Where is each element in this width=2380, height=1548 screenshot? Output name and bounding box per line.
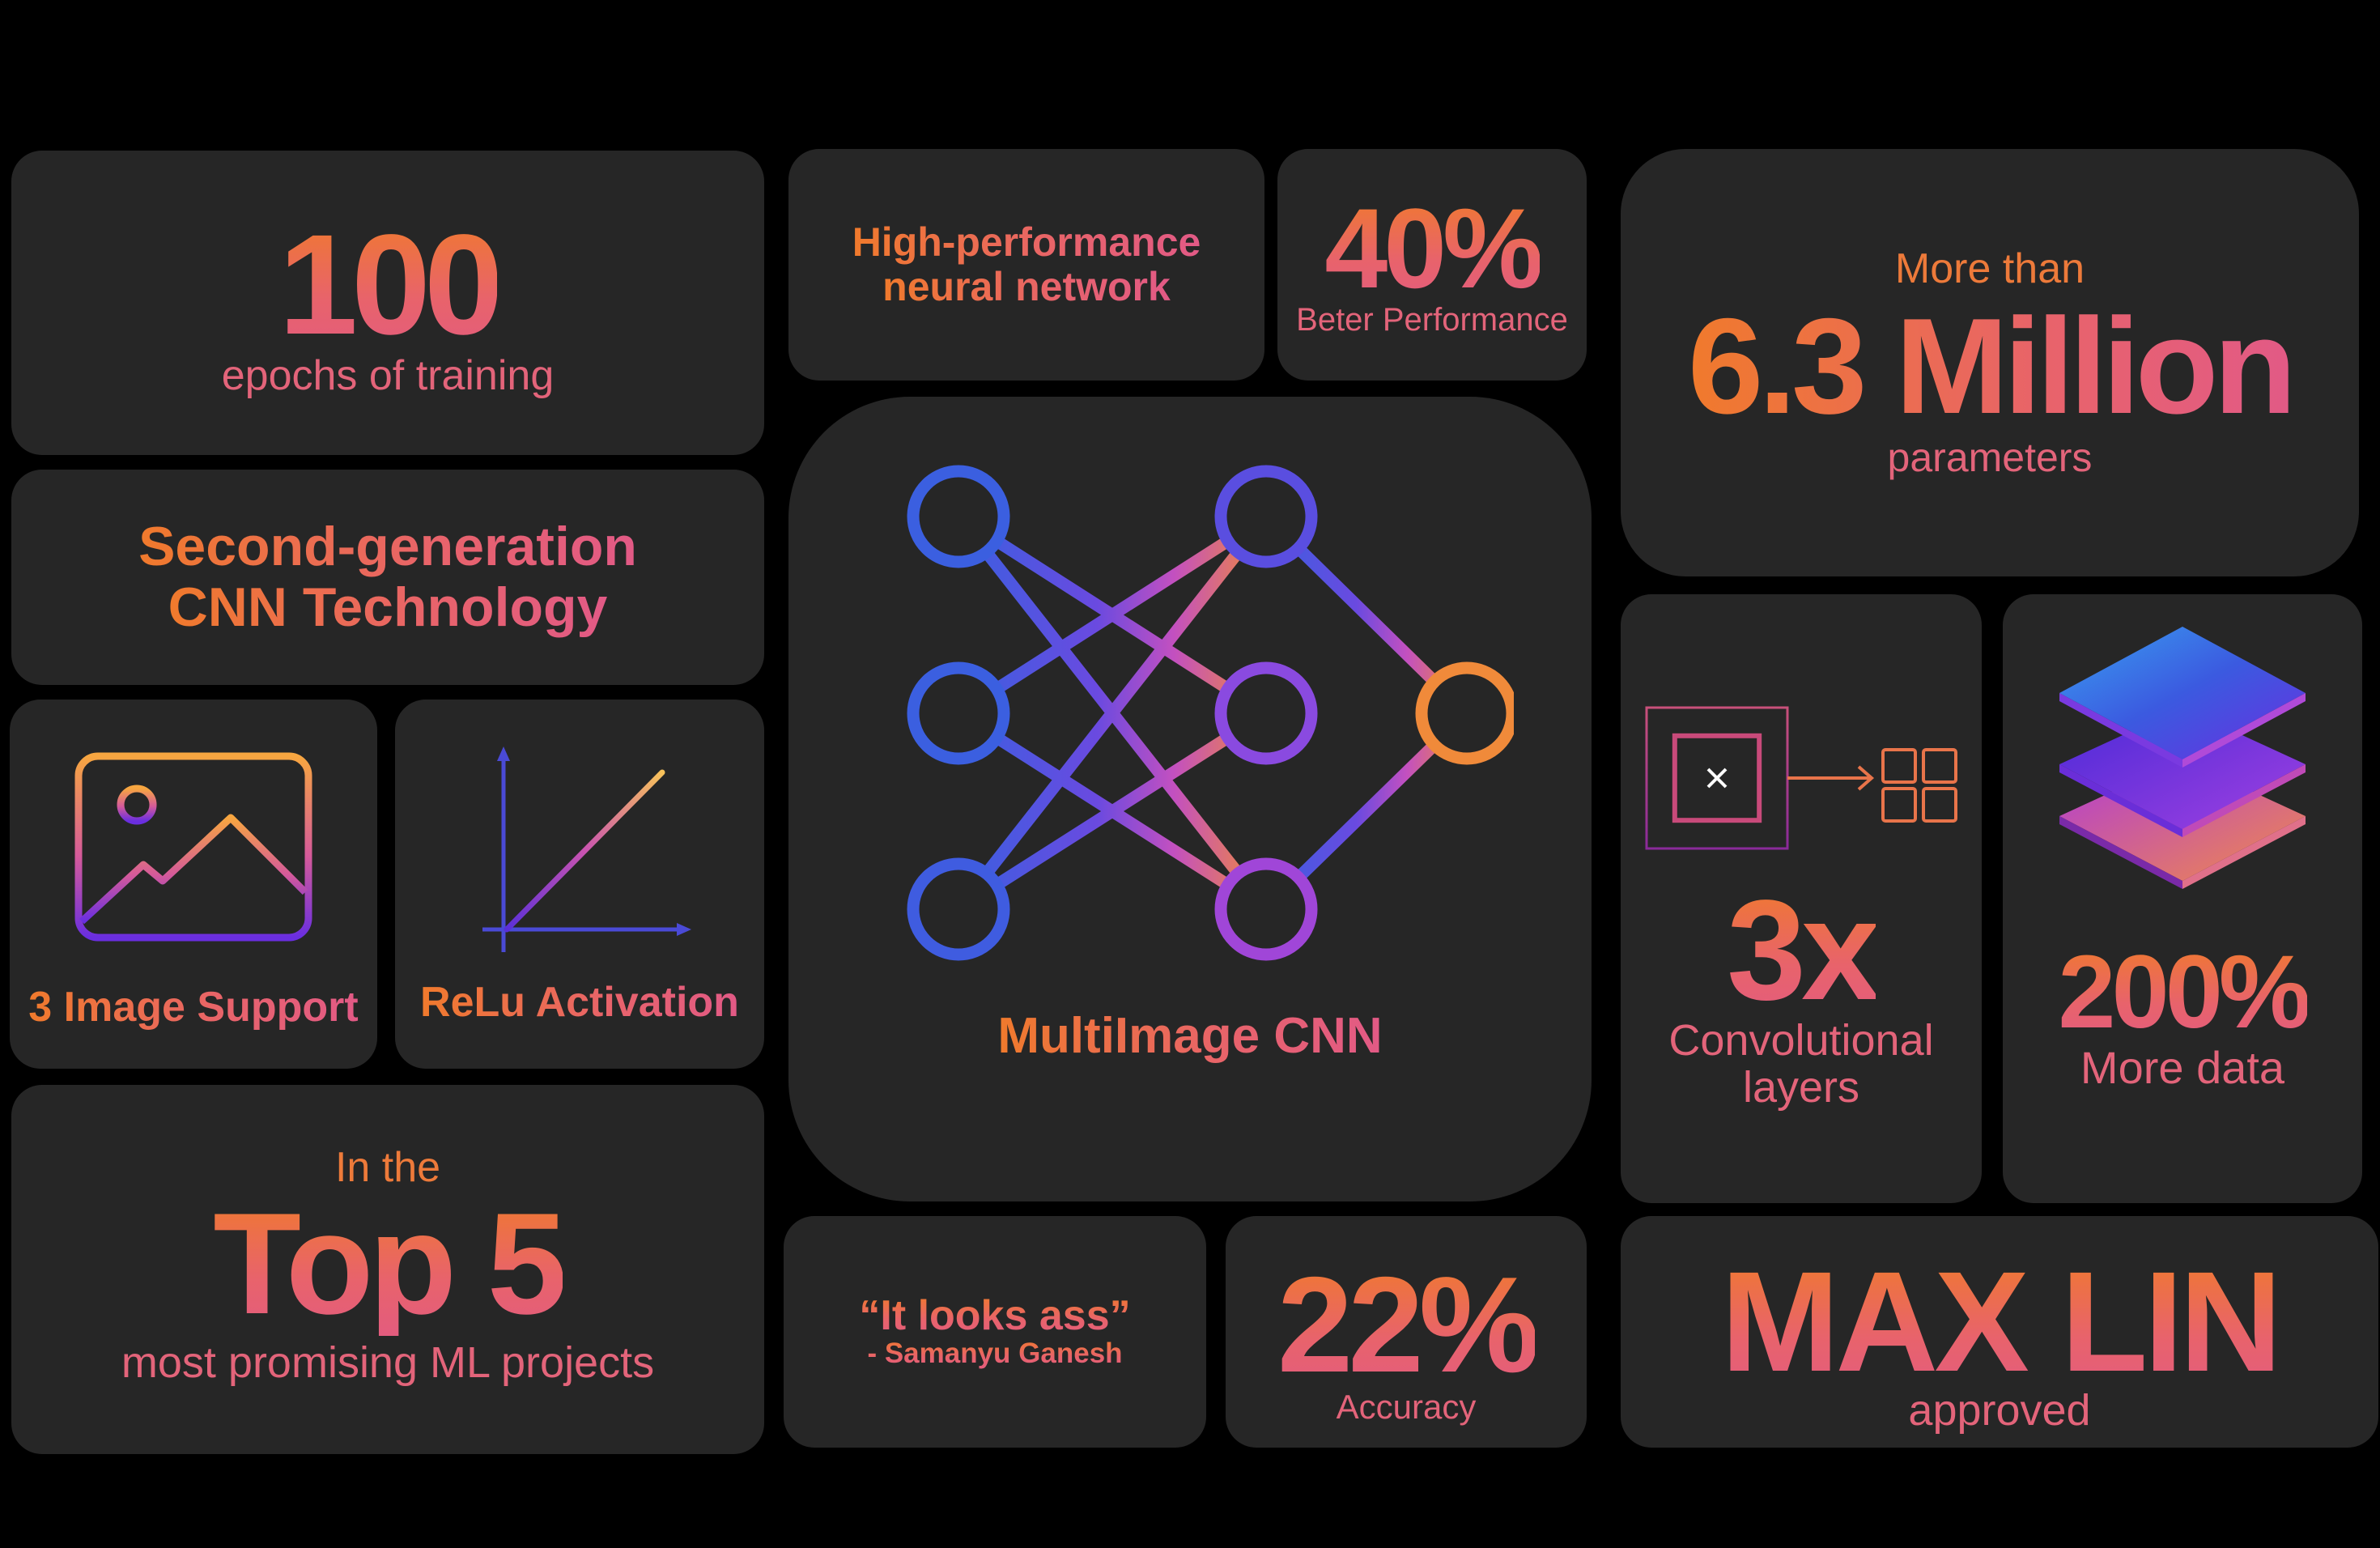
neural-network-icon — [907, 465, 1514, 961]
accuracy-value: 22% — [1277, 1248, 1540, 1401]
quote-author: - Samanyu Ganesh — [867, 1337, 1123, 1370]
convolution-icon — [1645, 706, 1957, 850]
conv-card: 3x Convolutional layers — [1621, 594, 1982, 1203]
performance-value: 40% — [1324, 184, 1543, 312]
quote-text: “It looks ass” — [859, 1291, 1131, 1339]
performance-label: Beter Performance — [1296, 301, 1568, 338]
conv-line1: Convolutional — [1668, 1016, 1934, 1065]
data-more-value: 200% — [2058, 934, 2310, 1050]
top5-prefix: In the — [334, 1144, 441, 1191]
cnn-tech-line1: Second-generation — [138, 516, 637, 578]
network-line1: High-performance — [852, 219, 1201, 265]
image-support-card: 3 Image Support — [10, 700, 377, 1069]
epochs-label: epochs of training — [221, 352, 555, 399]
maxlin-label: approved — [1908, 1386, 2091, 1435]
relu-label: ReLu Activation — [420, 979, 739, 1026]
params-label: parameters — [1887, 435, 2093, 480]
multiimage-card: MultiImage CNN — [788, 397, 1592, 1201]
layers-icon — [2059, 627, 2306, 889]
top5-label: most promising ML projects — [121, 1338, 655, 1387]
maxlin-card: MAX LIN approved — [1621, 1216, 2378, 1448]
epochs-value: 100 — [278, 206, 504, 364]
data-more-label: More data — [2080, 1042, 2285, 1093]
relu-graph-icon — [482, 746, 691, 952]
data-more-card: 200% More data — [2003, 594, 2362, 1203]
accuracy-card: 22% Accuracy — [1226, 1216, 1587, 1448]
epochs-card: 100 epochs of training — [11, 151, 764, 455]
maxlin-value: MAX LIN — [1720, 1243, 2283, 1401]
multiimage-label: MultiImage CNN — [997, 1008, 1383, 1064]
image-support-label: 3 Image Support — [28, 984, 359, 1031]
conv-line2: layers — [1742, 1063, 1860, 1112]
network-card: High-performance neural network — [788, 149, 1264, 381]
conv-value: 3x — [1727, 871, 1881, 1030]
cnn-tech-line2: CNN Technology — [168, 576, 608, 638]
accuracy-label: Accuracy — [1336, 1388, 1477, 1426]
top5-value: Top 5 — [213, 1183, 567, 1344]
relu-card: ReLu Activation — [395, 700, 764, 1069]
params-prefix: More than — [1894, 245, 2085, 292]
image-icon — [74, 752, 312, 942]
params-card: More than 6.3 Million parameters — [1621, 149, 2359, 576]
top5-card: In the Top 5 most promising ML projects — [11, 1085, 764, 1454]
params-value: 6.3 Million — [1687, 290, 2297, 442]
quote-card: “It looks ass” - Samanyu Ganesh — [784, 1216, 1206, 1448]
performance-card: 40% Beter Performance — [1277, 149, 1587, 381]
cnn-tech-card: Second-generation CNN Technology — [11, 470, 764, 685]
network-line2: neural network — [882, 264, 1171, 309]
